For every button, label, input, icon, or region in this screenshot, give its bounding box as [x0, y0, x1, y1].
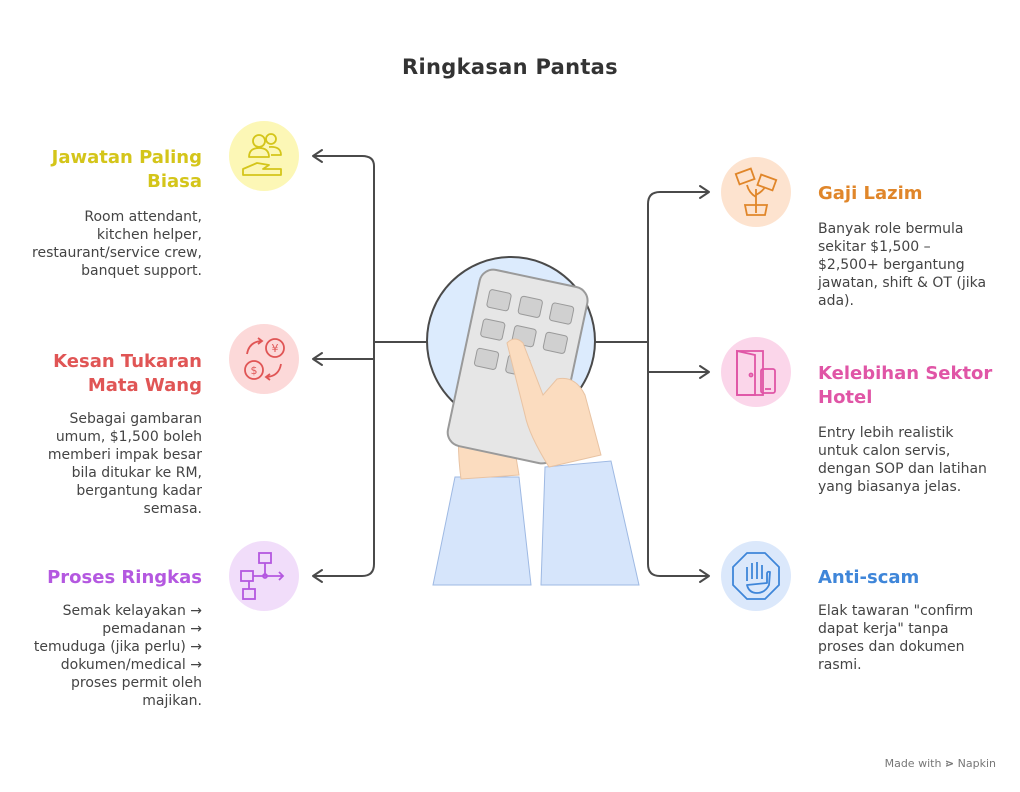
- circle-jawatan: [229, 121, 299, 191]
- footer-brand: Napkin: [957, 757, 996, 770]
- calculator-hand-icon: [426, 256, 640, 586]
- desc-gaji: Banyak role bermula sekitar $1,500 – $2,…: [818, 221, 987, 309]
- svg-text:$: $: [251, 364, 258, 377]
- desc-kesan: Sebagai gambaran umum, $1,500 boleh memb…: [47, 411, 202, 517]
- heading-jawatan: Jawatan Paling Biasa: [51, 147, 202, 192]
- circle-kesan: ¥ $: [229, 324, 299, 394]
- svg-text:¥: ¥: [272, 342, 279, 355]
- circle-proses: [229, 541, 299, 611]
- door-icon: [736, 349, 776, 396]
- currency-exchange-icon: ¥ $: [244, 337, 285, 381]
- footer-credit: Made with ⋗ Napkin: [885, 757, 996, 770]
- heading-antiscam: Anti-scam: [818, 567, 920, 588]
- desc-antiscam: Elak tawaran "confirm dapat kerja" tanpa…: [818, 603, 974, 673]
- footer-made-with: Made with: [884, 757, 942, 770]
- desc-kelebihan: Entry lebih realistik untuk calon servis…: [818, 425, 987, 495]
- page-title: Ringkasan Pantas: [402, 55, 618, 79]
- flowchart-icon: [240, 552, 285, 600]
- napkin-logo-icon: ⋗: [944, 757, 955, 770]
- desc-proses: Semak kelayakan → pemadanan → temuduga (…: [33, 603, 202, 709]
- heading-gaji: Gaji Lazim: [818, 183, 923, 204]
- heading-kesan: Kesan Tukaran Mata Wang: [53, 351, 202, 396]
- desc-jawatan: Room attendant, kitchen helper, restaura…: [32, 209, 202, 279]
- circle-gaji: [721, 157, 791, 227]
- stop-hand-icon: [732, 552, 780, 600]
- people-icon: [242, 133, 282, 176]
- heading-kelebihan: Kelebihan Sektor Hotel: [818, 363, 993, 408]
- money-plant-icon: [734, 167, 778, 216]
- circle-antiscam: [721, 541, 791, 611]
- circle-kelebihan: [721, 337, 791, 407]
- heading-proses: Proses Ringkas: [47, 567, 202, 588]
